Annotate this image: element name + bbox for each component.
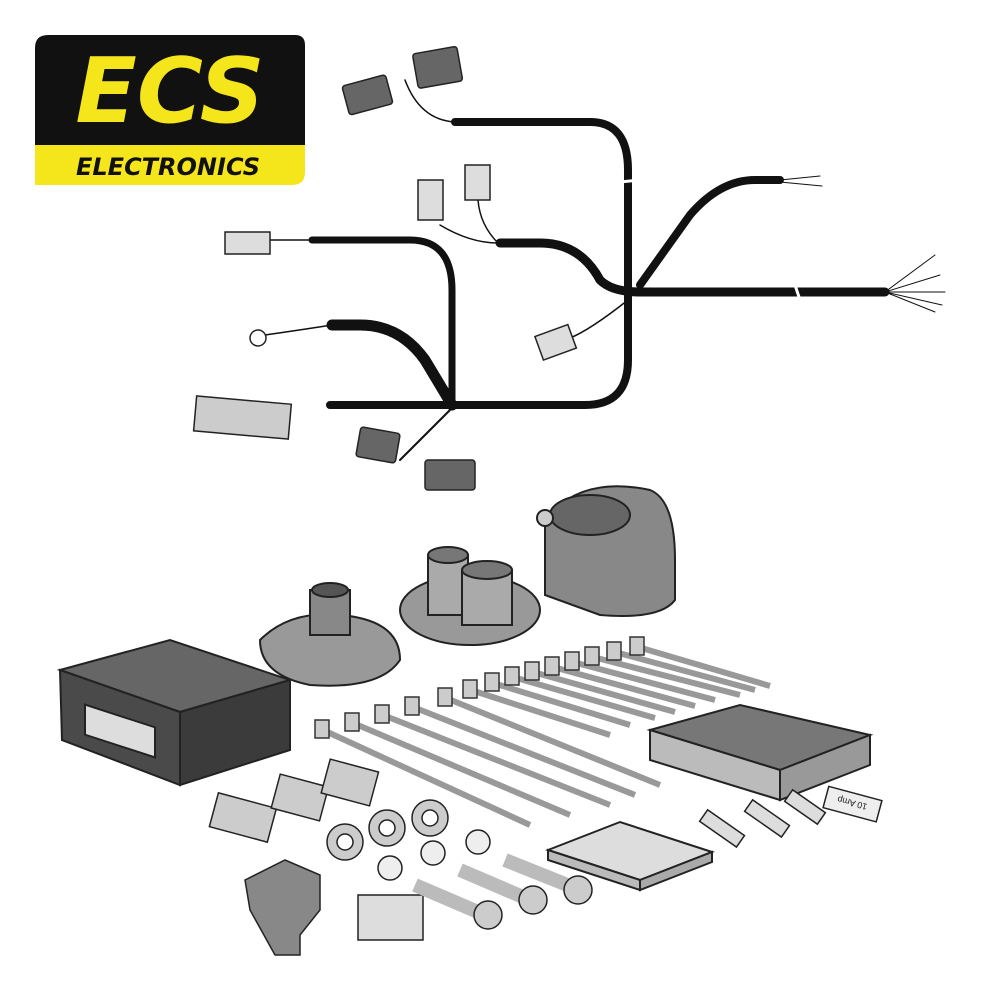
towbar-socket (536, 485, 676, 617)
ecs-logo: ECS ELECTRONICS (35, 35, 305, 185)
gasket-pad (545, 820, 715, 892)
mounting-plate (258, 582, 402, 687)
foam-pads (646, 703, 874, 802)
cable-tie-head (374, 704, 390, 724)
cable-tie-strap (351, 720, 572, 818)
cable-tie-strap (444, 695, 662, 788)
cable-tie-head (564, 651, 580, 671)
cable-tie-strap (512, 674, 656, 721)
cable-tie-strap (381, 712, 612, 808)
cable-tie-strap (492, 680, 631, 728)
cable-tie-head (606, 641, 622, 661)
cable-tie-head (462, 679, 478, 699)
cable-tie-strap (572, 659, 716, 703)
control-module (56, 638, 294, 787)
logo-tagline-text: ELECTRONICS (76, 153, 260, 181)
harness-connectors (192, 45, 578, 491)
cable-tie-head (584, 646, 600, 666)
cable-tie-head (484, 672, 500, 692)
loose-connectors (208, 758, 424, 956)
rubber-seal (399, 546, 541, 646)
cable-tie-strap (321, 727, 532, 828)
cable-tie-head (544, 656, 560, 676)
logo-brand-text: ECS (75, 39, 264, 144)
spade-terminals (698, 788, 827, 849)
cable-tie-head (524, 661, 540, 681)
nuts-and-washers (326, 799, 491, 881)
cable-tie-head (504, 666, 520, 686)
cable-tie-head (629, 636, 645, 656)
wiring-harness (254, 79, 946, 461)
bolts (412, 853, 593, 930)
cable-tie-strap (411, 704, 637, 798)
cable-tie-strap (552, 664, 696, 709)
cable-tie-head (437, 687, 453, 707)
cable-tie-strap (592, 654, 741, 698)
cable-tie-head (344, 712, 360, 732)
cable-tie-strap (614, 649, 756, 693)
cable-tie-strap (637, 644, 771, 689)
fuse-10a: 10 Amp (822, 785, 883, 823)
cable-tie-strap (470, 687, 611, 738)
cable-tie-head (404, 696, 420, 716)
cable-tie-strap (532, 669, 676, 715)
cable-ties (314, 636, 771, 828)
cable-tie-head (314, 719, 330, 739)
